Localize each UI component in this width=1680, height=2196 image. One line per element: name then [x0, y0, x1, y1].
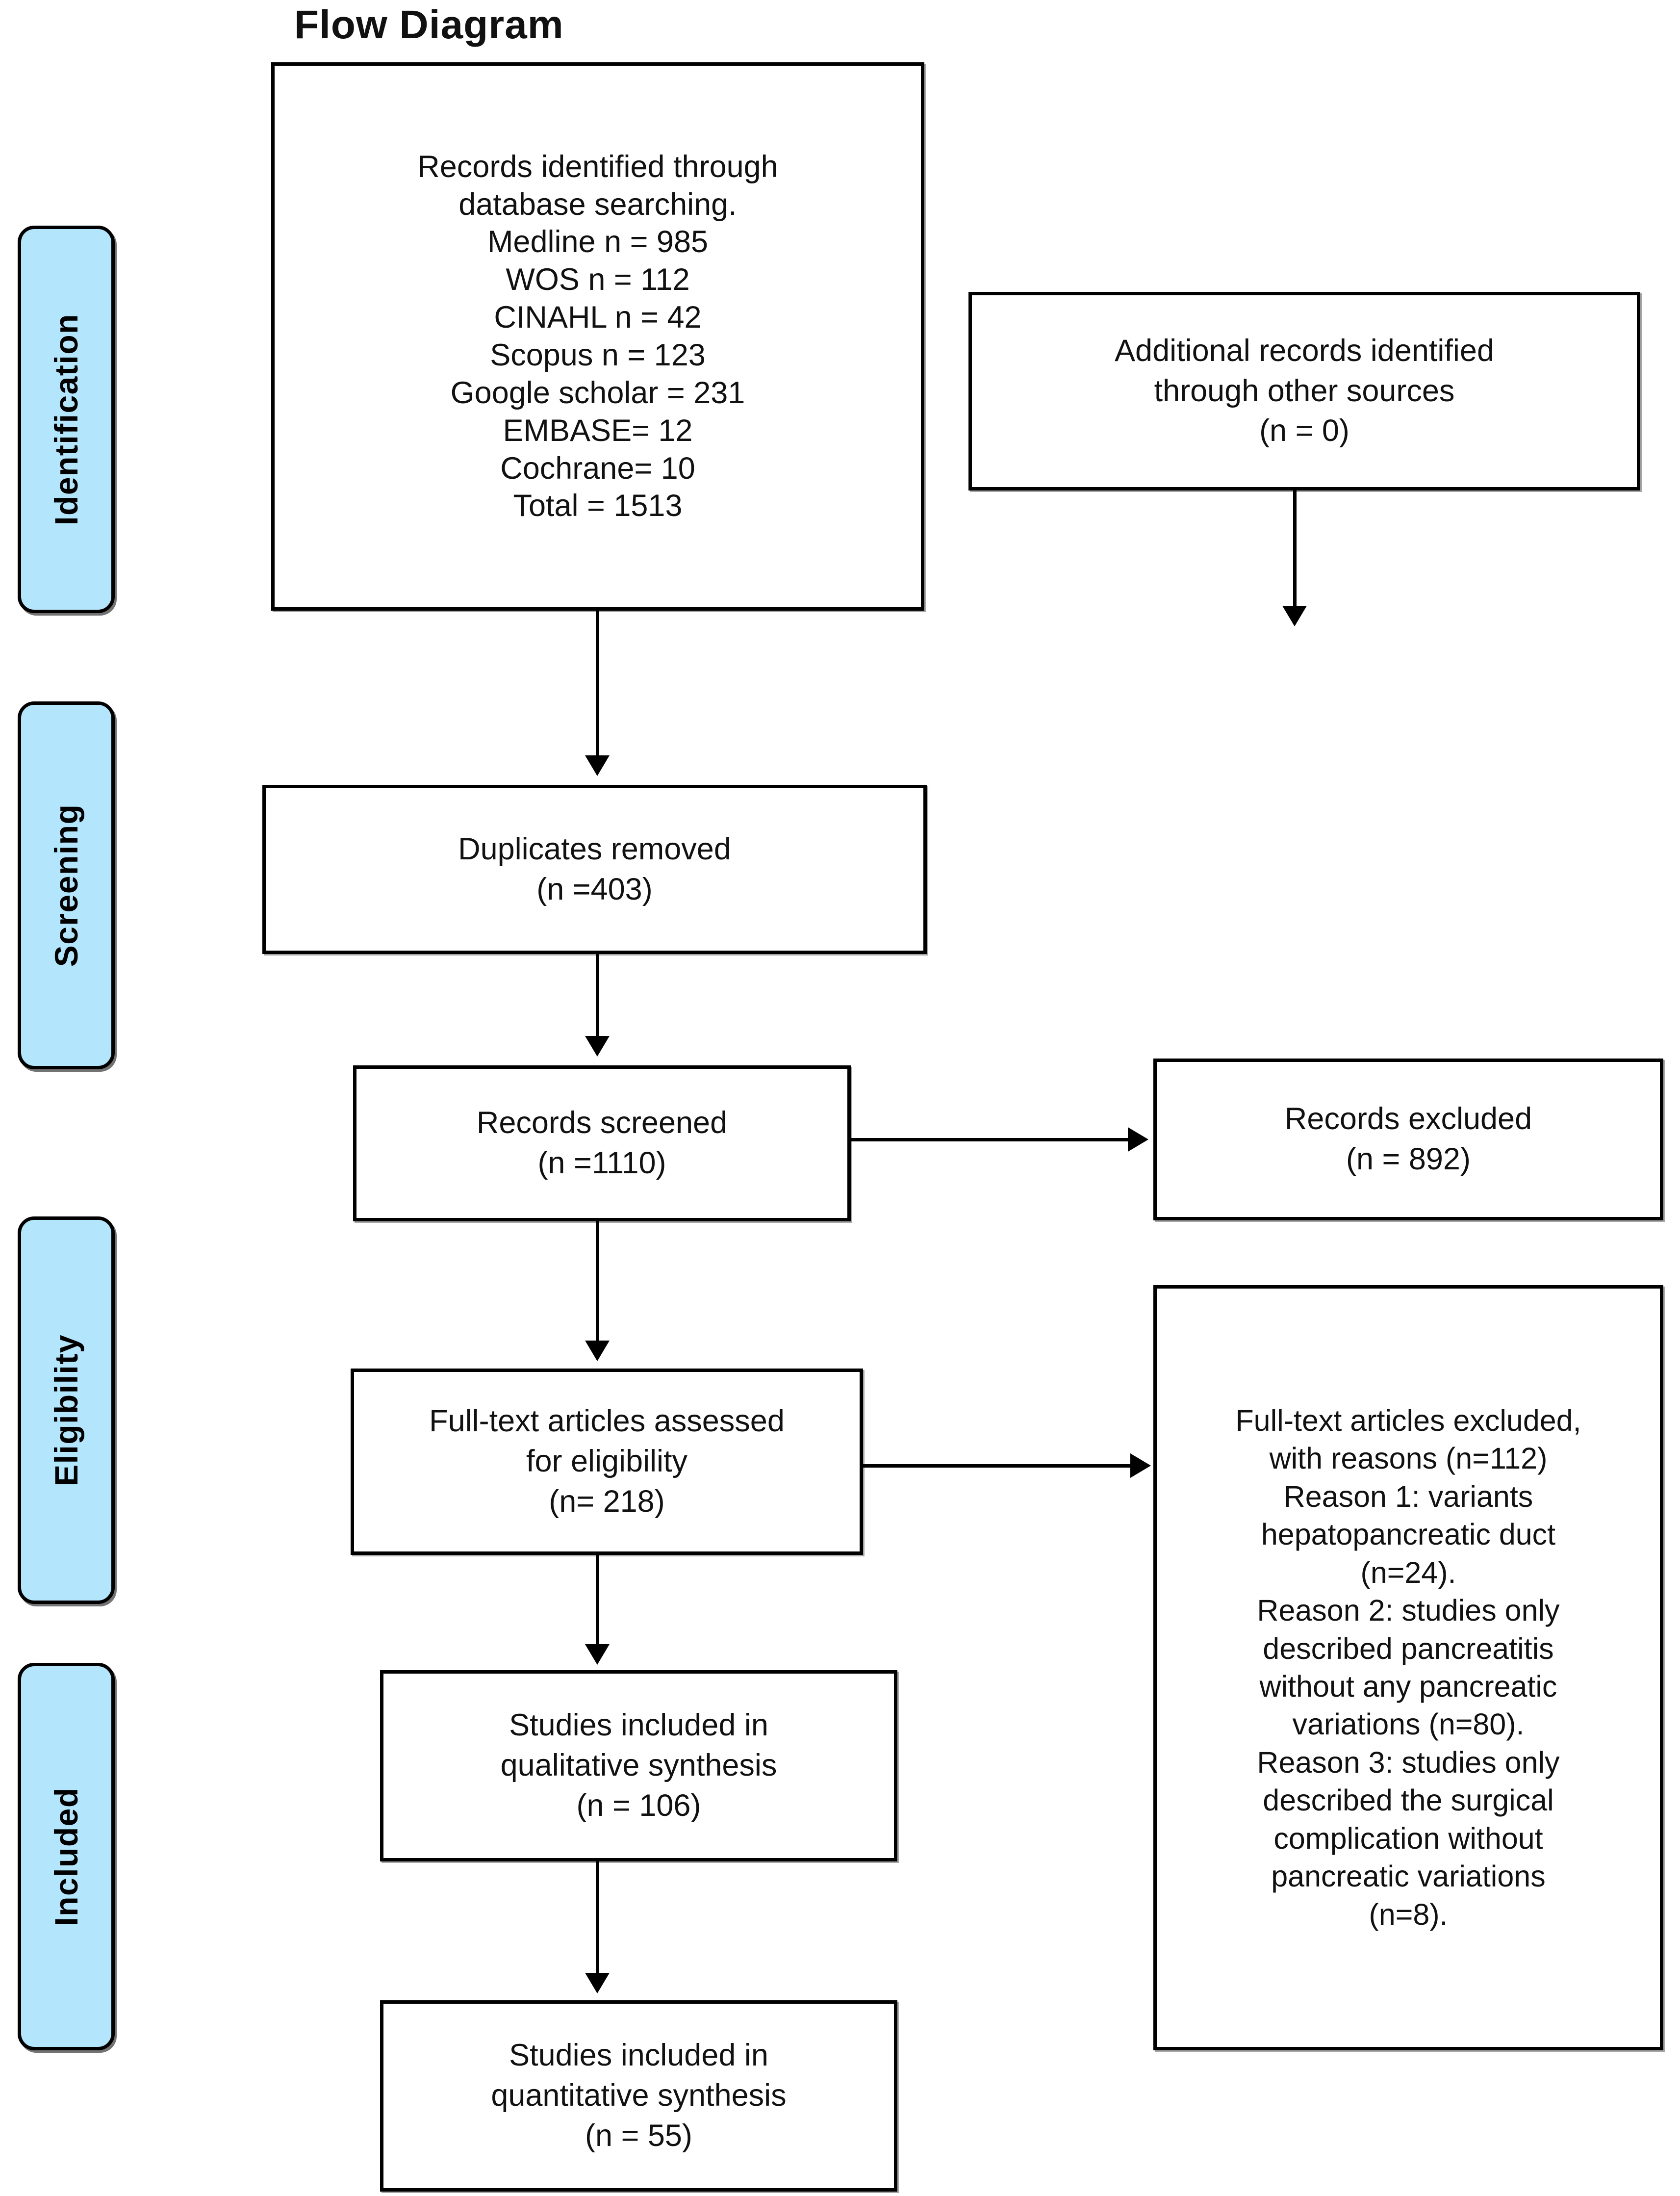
quantitative-synthesis-box[interactable]: Studies included in quantitative synthes… [380, 2000, 897, 2192]
arrowhead-screened-to-fulltext [585, 1341, 610, 1361]
fulltext-assessed-text: Full-text articles assessed for eligibil… [429, 1404, 785, 1519]
additional-records-text: Additional records identified through ot… [1115, 333, 1494, 448]
stage-pill-eligibility[interactable]: Eligibility [18, 1216, 115, 1604]
arrowhead-identified-to-duplicates [585, 755, 610, 776]
records-excluded-text: Records excluded (n = 892) [1284, 1102, 1532, 1176]
stage-pill-identification-label: Identification [48, 313, 84, 525]
arrowhead-fulltext-to-qualitative [585, 1644, 610, 1665]
connector-fulltext-to-excluded [863, 1464, 1133, 1468]
arrowhead-additional-to-duplicates [1282, 606, 1307, 626]
connector-identified-to-duplicates [596, 611, 599, 758]
connector-screened-to-excluded [851, 1138, 1130, 1141]
records-screened-text: Records screened (n =1110) [476, 1106, 728, 1180]
additional-records-box[interactable]: Additional records identified through ot… [968, 292, 1640, 491]
records-identified-box[interactable]: Records identified through database sear… [271, 62, 924, 611]
fulltext-assessed-box[interactable]: Full-text articles assessed for eligibil… [351, 1369, 863, 1555]
page-title: Flow Diagram [294, 2, 564, 47]
stage-pill-screening-label: Screening [48, 803, 84, 967]
stage-pill-screening[interactable]: Screening [18, 701, 115, 1069]
stage-pill-included[interactable]: Included [18, 1663, 115, 2050]
records-excluded-box[interactable]: Records excluded (n = 892) [1153, 1059, 1663, 1220]
stage-pill-included-label: Included [48, 1787, 84, 1926]
connector-qualitative-to-quantitative [596, 1861, 599, 1974]
quantitative-synthesis-text: Studies included in quantitative synthes… [491, 2038, 787, 2153]
records-identified-text: Records identified through database sear… [417, 149, 778, 523]
stage-pill-identification[interactable]: Identification [18, 226, 115, 613]
connector-screened-to-fulltext [596, 1221, 599, 1342]
arrowhead-duplicates-to-screened [585, 1036, 610, 1057]
stage-pill-eligibility-label: Eligibility [48, 1334, 84, 1486]
arrowhead-screened-to-excluded [1128, 1127, 1148, 1152]
connector-additional-to-duplicates [1293, 491, 1297, 608]
qualitative-synthesis-text: Studies included in qualitative synthesi… [500, 1708, 777, 1823]
connector-duplicates-to-screened [596, 954, 599, 1037]
duplicates-removed-box[interactable]: Duplicates removed (n =403) [262, 785, 927, 954]
fulltext-excluded-box[interactable]: Full-text articles excluded, with reason… [1153, 1285, 1663, 2050]
records-screened-box[interactable]: Records screened (n =1110) [353, 1065, 851, 1221]
arrowhead-fulltext-to-excluded [1130, 1453, 1151, 1478]
qualitative-synthesis-box[interactable]: Studies included in qualitative synthesi… [380, 1670, 897, 1861]
duplicates-removed-text: Duplicates removed (n =403) [458, 831, 731, 906]
arrowhead-qualitative-to-quantitative [585, 1973, 610, 1993]
connector-fulltext-to-qualitative [596, 1555, 599, 1646]
fulltext-excluded-text: Full-text articles excluded, with reason… [1235, 1403, 1581, 1931]
